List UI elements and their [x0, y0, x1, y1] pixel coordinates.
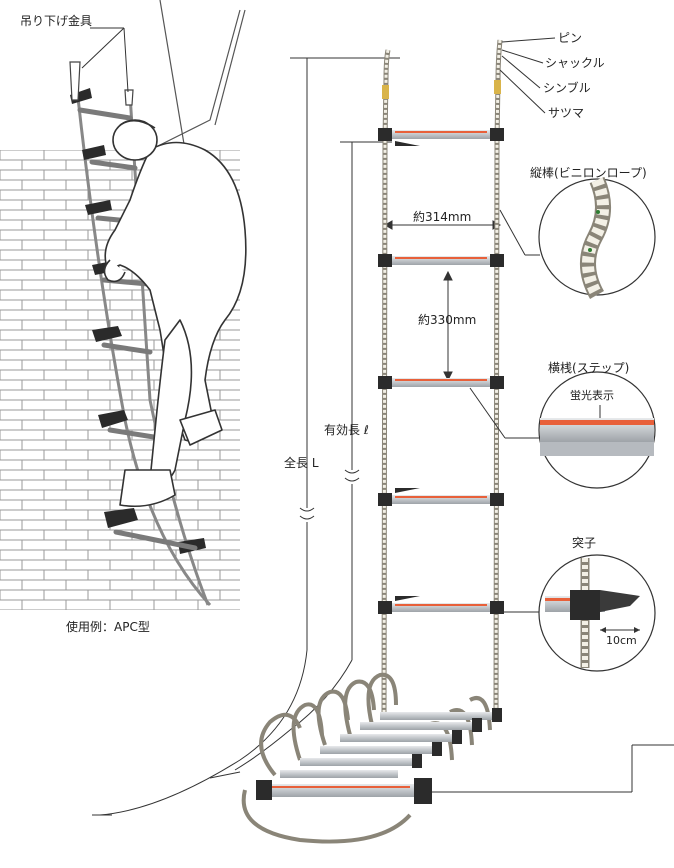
- vertical-ropes: [381, 39, 503, 721]
- step-2: [378, 254, 504, 267]
- width-label: 約314mm: [413, 210, 472, 224]
- hanging-hook-label: 吊り下げ金具: [20, 14, 93, 28]
- satsuma-label: サツマ: [548, 106, 585, 120]
- hardware-leaders: [499, 37, 556, 114]
- protrusion-detail: [500, 554, 656, 672]
- climbing-person: [103, 119, 247, 508]
- fluorescent-label: 蛍光表示: [570, 389, 614, 402]
- step-4: [378, 488, 504, 506]
- ladder-steps: [378, 128, 504, 614]
- pitch-label: 約330mm: [418, 313, 477, 327]
- effective-length-label: 有効長 ℓ: [324, 423, 369, 437]
- total-length-label: 全長 L: [284, 456, 319, 470]
- usage-example-label: 使用例：APC型: [66, 620, 150, 634]
- folded-steps: [241, 672, 674, 844]
- step-3: [378, 376, 504, 389]
- step-detail: [469, 371, 656, 489]
- step-label: 横桟(ステップ): [548, 361, 630, 375]
- dimension-lines: [92, 57, 502, 816]
- hanging-hook-leader: [81, 27, 129, 93]
- vertical-rope-label: 縦棒(ビニロンロープ): [530, 166, 647, 180]
- protrusion-label: 突子: [572, 536, 597, 550]
- shackle-label: シャックル: [545, 56, 605, 70]
- step-5: [378, 596, 504, 614]
- step-1: [378, 128, 504, 146]
- pin-label: ピン: [558, 31, 583, 45]
- rope-detail: [499, 176, 656, 299]
- protrusion-size-label: 10cm: [606, 634, 637, 647]
- thimble-label: シンブル: [543, 81, 591, 95]
